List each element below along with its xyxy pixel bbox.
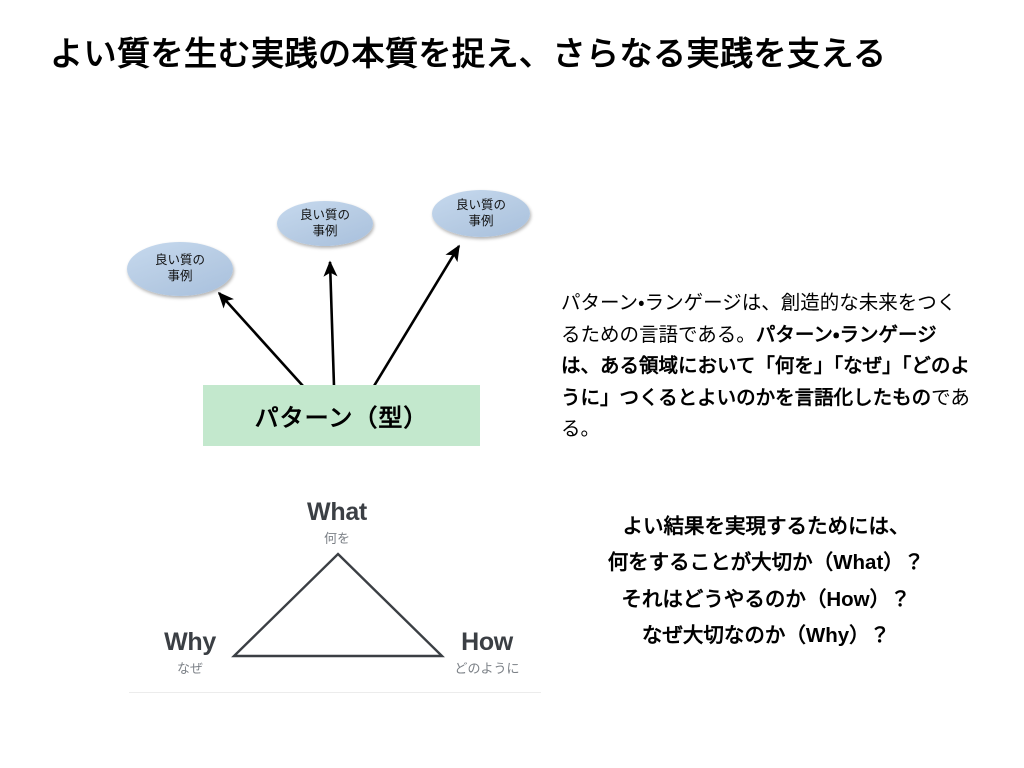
triangle-why-sublabel: なぜ (176, 661, 203, 677)
question-block: よい結果を実現するためには、 何をすることが大切か（What）？ それはどうやる… (560, 509, 972, 655)
example-node-1-line1: 良い質の (154, 253, 205, 268)
question-line-1: よい結果を実現するためには、 (622, 515, 910, 538)
what-why-how-triangle: What 何を Why なぜ How どのように (129, 487, 541, 693)
triangle-vertex-how: How どのように (427, 629, 547, 677)
triangle-vertex-what: What 何を (277, 499, 397, 547)
arrow-to-example-2 (323, 260, 338, 387)
triangle-shape-layer (231, 552, 445, 658)
example-node-2[interactable]: 良い質の 事例 (277, 201, 373, 246)
description-part-1: パターン・ランゲージは、創造的な未来をつくるための言語である。 (561, 292, 957, 346)
question-line-2: 何をすることが大切か（What）？ (607, 551, 925, 575)
arrow-to-example-1 (217, 291, 304, 387)
example-node-2-line1: 良い質の (299, 207, 350, 222)
question-line-4: なぜ大切なのか（Why）？ (641, 624, 891, 648)
triangle-why-label: Why (164, 628, 216, 656)
example-node-2-line2: 事例 (312, 223, 338, 238)
triangle-how-sublabel: どのように (454, 661, 520, 677)
triangle-vertex-why: Why なぜ (135, 629, 245, 677)
example-node-1-line2: 事例 (167, 269, 193, 283)
triangle-what-label: What (307, 498, 367, 526)
description-paragraph: パターン・ランゲージは、創造的な未来をつくるための言語である。パターン・ランゲー… (561, 288, 973, 446)
example-node-1[interactable]: 良い質の 事例 (127, 242, 233, 296)
question-line-3: それはどうやるのか（How）？ (621, 587, 911, 611)
triangle-how-label: How (461, 628, 513, 656)
description-part-2: である。 (561, 386, 970, 441)
example-node-3-line1: 良い質の (455, 197, 506, 212)
triangle-outline (231, 552, 445, 658)
page-title: よい質を生む実践の本質を捉え、さらなる実践を支える (50, 35, 887, 72)
description-part-bold: パターン・ランゲージは、ある領域において「何を」「なぜ」「どのように」つくるとよ… (561, 323, 970, 409)
arrow-to-example-3 (372, 244, 461, 387)
pattern-diagram: 良い質の 事例 良い質の 事例 良い質の 事例 パターン（型） (0, 0, 560, 470)
pattern-box[interactable]: パターン（型） (203, 385, 480, 446)
example-node-3-line2: 事例 (468, 213, 494, 228)
example-node-3[interactable]: 良い質の 事例 (432, 190, 530, 237)
arrow-layer (217, 244, 461, 387)
pattern-box-label: パターン（型） (254, 405, 429, 432)
triangle-what-sublabel: 何を (323, 531, 350, 547)
